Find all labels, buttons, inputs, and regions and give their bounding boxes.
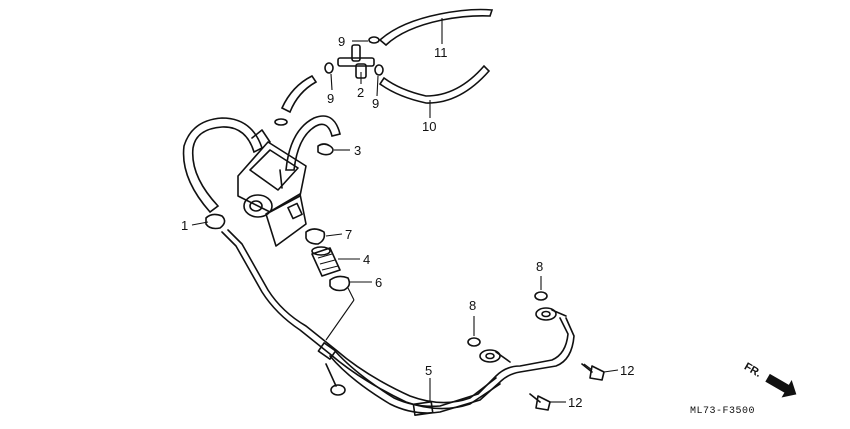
clip-6 [329, 275, 351, 292]
clip-3 [317, 143, 334, 156]
callout-6: 6 [375, 275, 382, 290]
callout-5: 5 [425, 363, 432, 378]
front-direction-arrow: FR. [742, 361, 797, 398]
leader-12a [603, 369, 619, 373]
leader-6-to-pipe [325, 299, 355, 341]
hose-right-curve [285, 115, 341, 171]
leader-6-bracket [347, 287, 355, 301]
callout-10: 10 [422, 119, 436, 134]
front-direction-label: FR. [742, 361, 763, 380]
callout-1: 1 [181, 218, 188, 233]
callout-8-lower: 8 [469, 298, 476, 313]
leader-9b [330, 73, 333, 91]
hose-left-loop [182, 117, 263, 214]
union-fitting-lower [479, 349, 511, 363]
callout-4: 4 [363, 252, 370, 267]
fuel-pipe-inner [227, 229, 497, 404]
callout-9-right: 9 [372, 96, 379, 111]
clamp-1 [205, 213, 226, 230]
pipe-assembly-5 [329, 317, 575, 414]
callout-9-left: 9 [327, 91, 334, 106]
t-joint-2 [337, 44, 375, 79]
hose-10 [378, 64, 491, 104]
callout-11: 11 [434, 45, 448, 60]
clip-9-top [368, 36, 380, 44]
eye-fitting-left [330, 384, 346, 396]
hose-11 [378, 8, 494, 47]
callout-3: 3 [354, 143, 361, 158]
leader-1 [191, 221, 209, 226]
eye-fitting-arm [325, 363, 337, 387]
callout-12-lower: 12 [568, 395, 582, 410]
callout-8-upper: 8 [536, 259, 543, 274]
callout-2: 2 [357, 85, 364, 100]
pipe-joint [317, 342, 337, 360]
bolt-12-upper [581, 363, 605, 381]
callout-12-upper: 12 [620, 363, 634, 378]
bolt-12-lower [529, 393, 551, 411]
washer-8-lower [467, 337, 481, 347]
leader-9c [376, 75, 379, 97]
fuel-filter-4 [311, 246, 341, 277]
clip-small [274, 118, 288, 126]
clip-7 [305, 228, 326, 245]
washer-8-upper [534, 291, 548, 301]
leader-7 [325, 233, 343, 237]
callout-9-top: 9 [338, 34, 345, 49]
union-fitting-upper [535, 307, 567, 321]
pressure-regulator [237, 129, 307, 247]
fuel-pipe [221, 231, 501, 410]
pipe-sleeve [412, 400, 434, 416]
clip-9-left [324, 62, 334, 74]
diagram-code: ML73-F3500 [690, 406, 755, 417]
clip-9-right [374, 64, 384, 76]
pipe-assembly-5-inner [335, 317, 569, 408]
short-hose-left [280, 74, 318, 114]
callout-7: 7 [345, 227, 352, 242]
